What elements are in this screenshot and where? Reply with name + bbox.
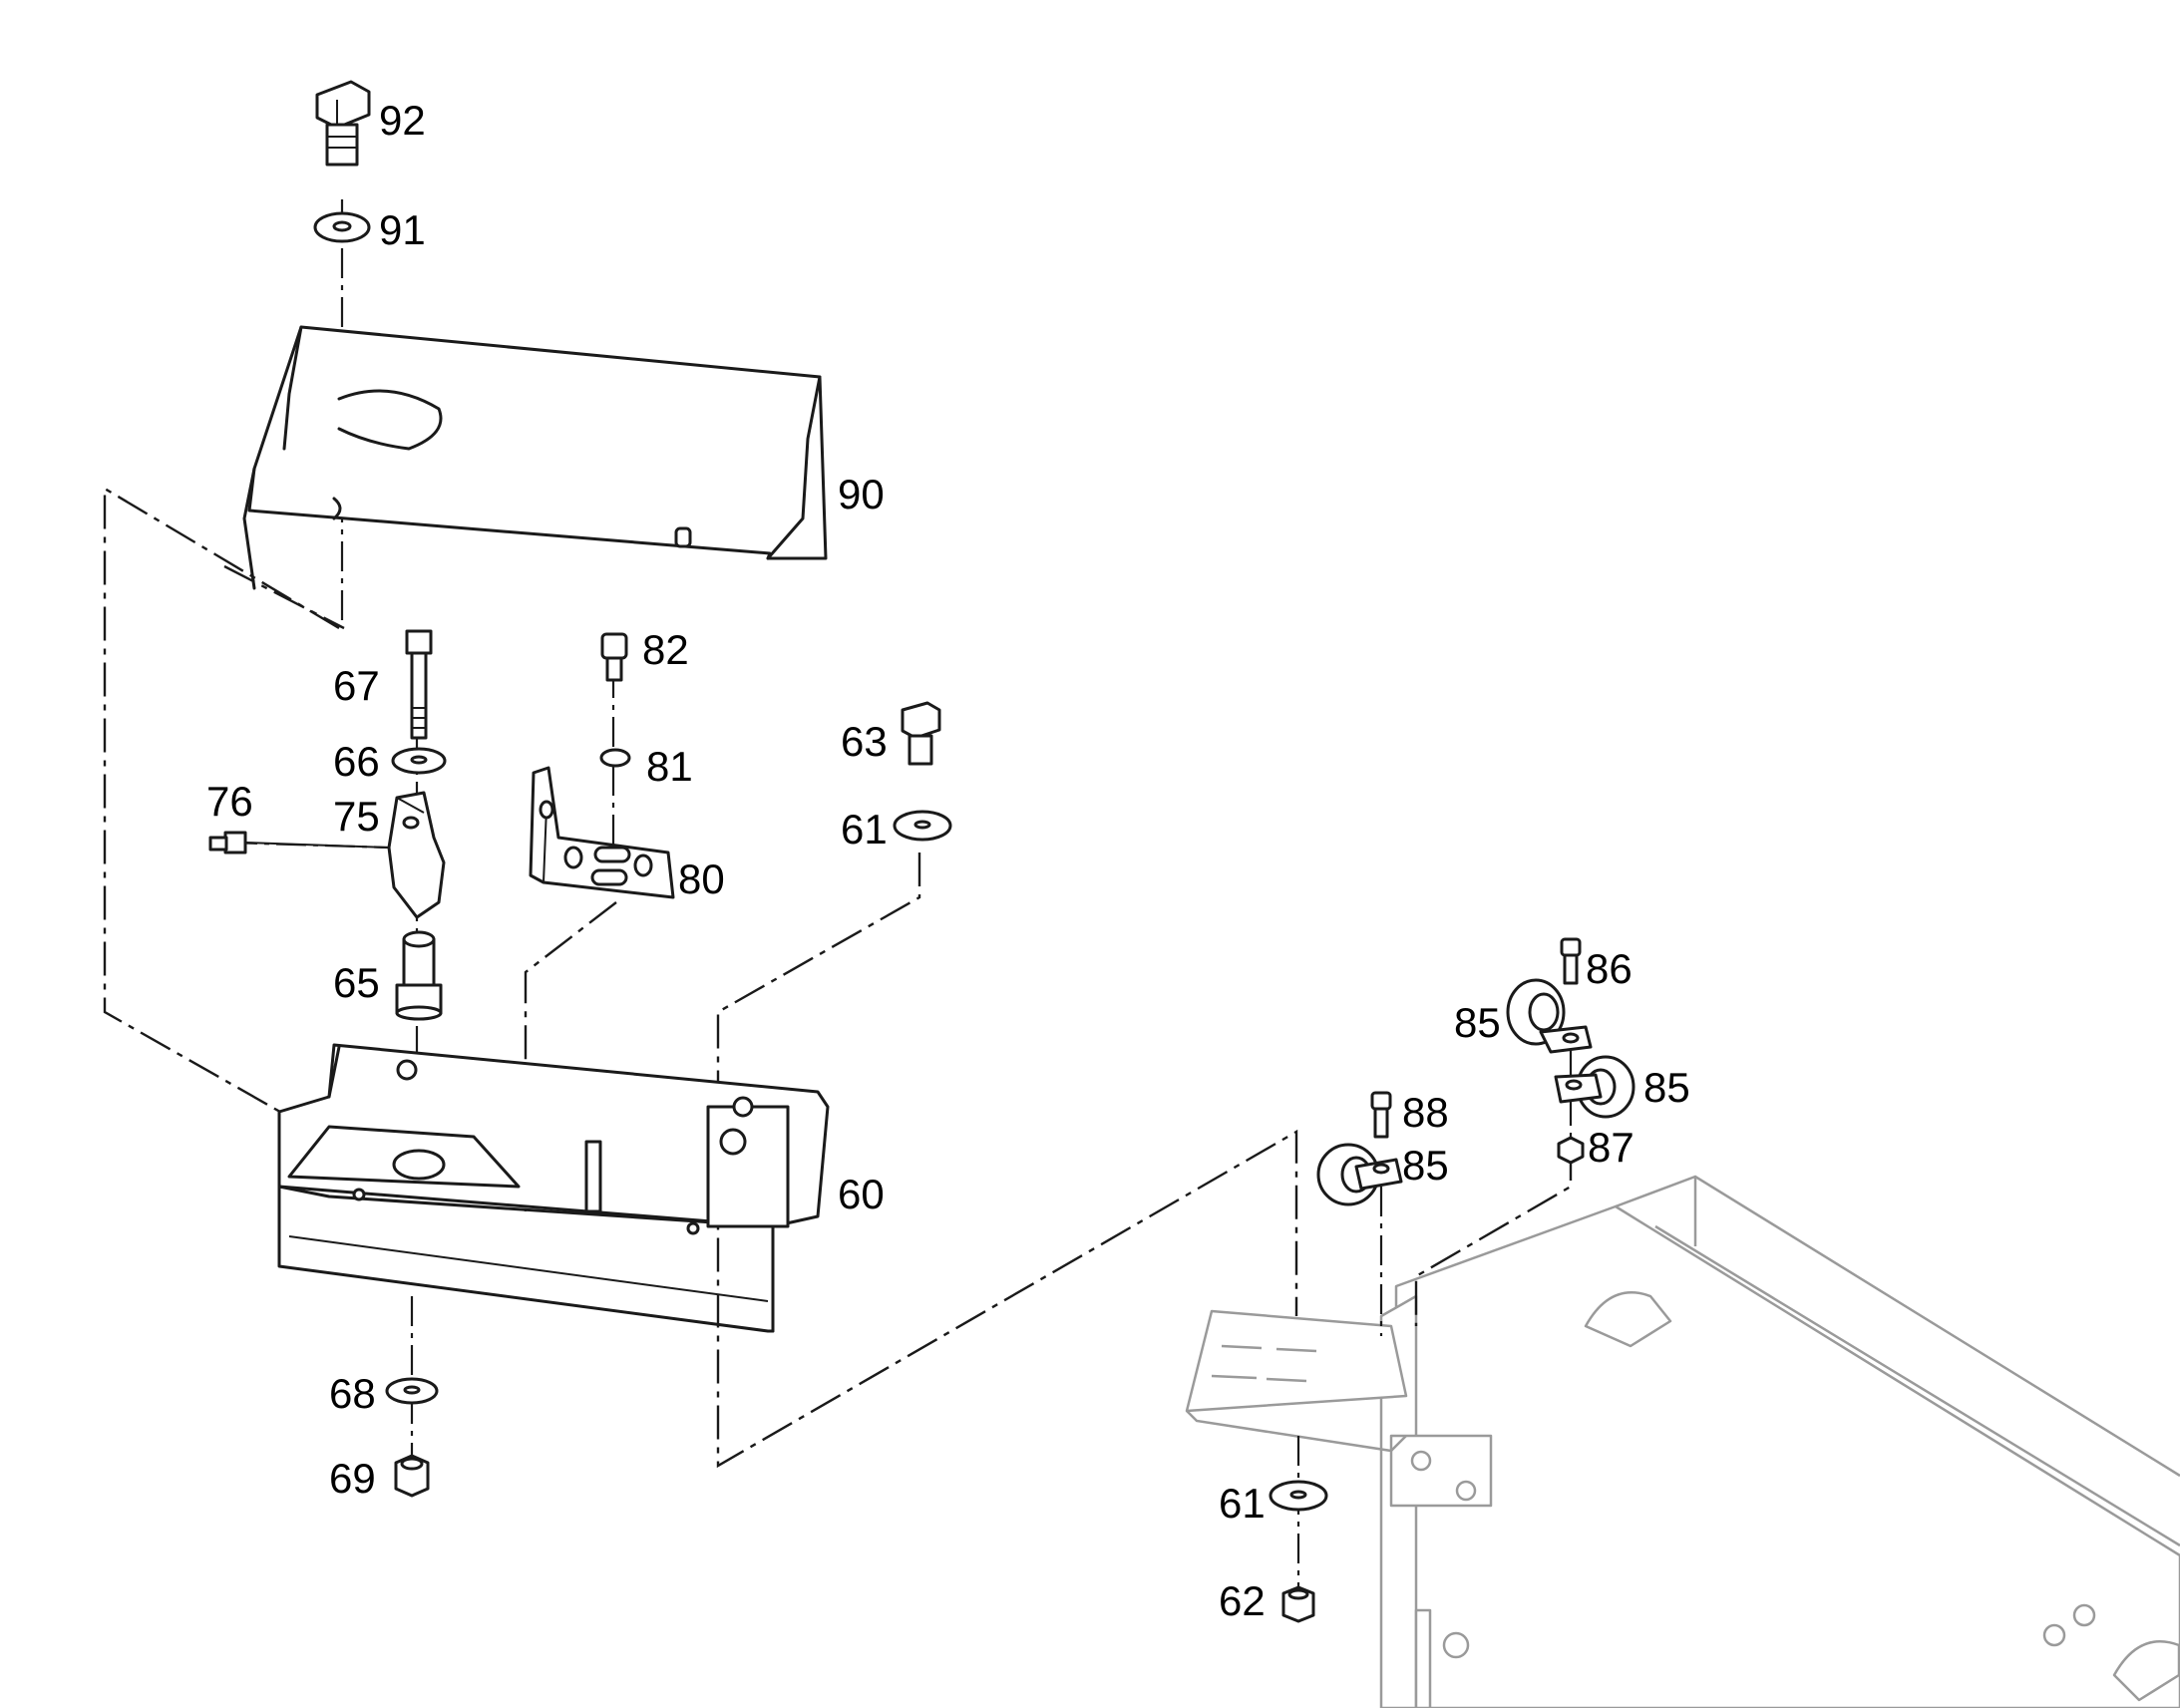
screw-76 [208,831,247,854]
washer-91 [313,211,371,243]
hex-bolt-63 [901,701,941,766]
screw-88 [1370,1091,1392,1139]
label-85-lower: 85 [1402,1142,1449,1189]
bracket-block-75 [387,791,446,919]
label-86: 86 [1586,945,1633,992]
label-76: 76 [206,778,253,825]
nut-87 [1557,1136,1585,1165]
label-85-middle: 85 [1643,1064,1690,1111]
label-80: 80 [678,855,725,902]
label-66: 66 [333,738,380,785]
label-65: 65 [333,959,380,1006]
label-87: 87 [1588,1124,1635,1171]
hex-bolt-92 [315,80,371,167]
label-68: 68 [329,1370,376,1417]
label-75: 75 [333,793,380,840]
label-62: 62 [1219,1577,1266,1624]
conveyor-frame [1379,1175,2180,1708]
label-69: 69 [329,1455,376,1502]
nut-62 [1281,1585,1315,1623]
ring-81 [599,748,631,768]
washer-61-lower [1269,1480,1328,1512]
long-bolt-67 [405,629,433,740]
label-81: 81 [646,743,693,790]
clamp-85-middle [1554,1055,1635,1119]
clamp-85-upper [1506,978,1593,1054]
label-67: 67 [333,662,380,709]
screw-86 [1560,937,1582,985]
label-91: 91 [379,206,426,253]
washer-66 [391,747,447,775]
base-tray-60 [277,1043,830,1333]
bushing-65 [395,930,443,1021]
label-60: 60 [838,1171,885,1217]
washer-68 [385,1377,439,1405]
cap-screw-82 [600,632,628,682]
clamp-85-lower [1316,1143,1403,1206]
label-92: 92 [379,97,426,144]
washer-61-upper [893,810,952,842]
label-61-lower: 61 [1219,1480,1266,1527]
label-61-upper: 61 [841,806,888,853]
part-labels: 92 91 90 67 66 76 75 65 82 81 80 63 61 6… [206,97,1690,1624]
nut-69 [394,1454,430,1498]
angle-bracket-80 [529,766,675,899]
mounting-plate [1185,1309,1408,1453]
label-88: 88 [1402,1089,1449,1136]
label-85-upper: 85 [1454,999,1501,1046]
label-90: 90 [838,471,885,517]
cover-90 [242,325,828,590]
label-63: 63 [841,718,888,765]
label-82: 82 [642,626,689,673]
